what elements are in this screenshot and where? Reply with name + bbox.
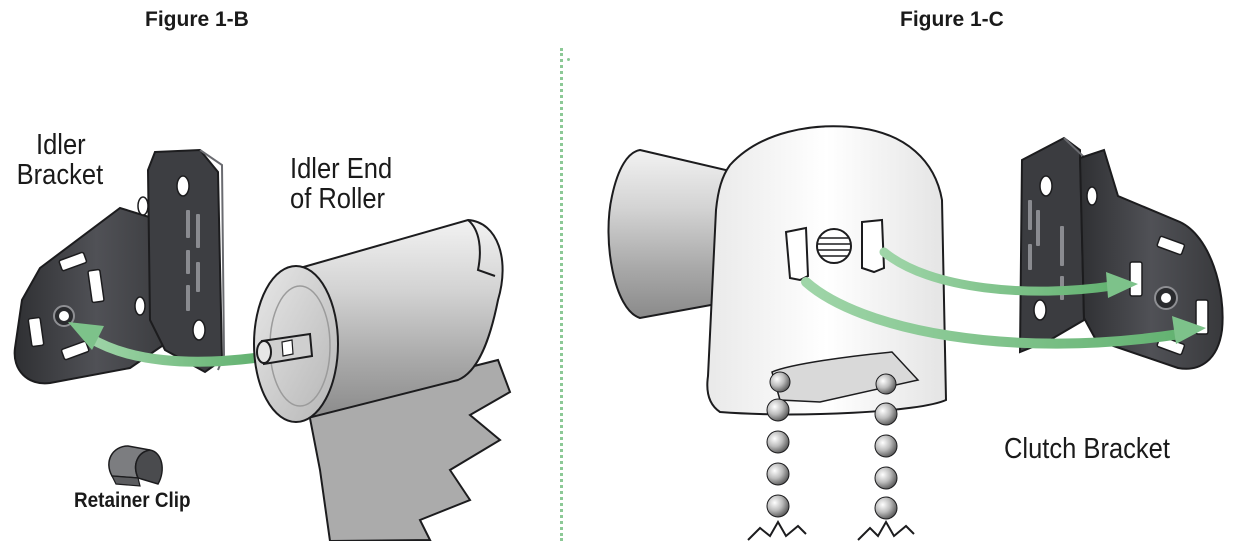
- figure-divider: [560, 48, 563, 541]
- retainer-clip-label: Retainer Clip: [74, 489, 191, 512]
- idler-insert-arrow: [68, 322, 260, 367]
- figure-1b-title: Figure 1-B: [145, 8, 249, 31]
- clutch-bracket: [1018, 136, 1224, 370]
- divider-dot: [567, 58, 570, 61]
- bead-chain: [747, 371, 915, 541]
- figure-1c-title: Figure 1-C: [900, 8, 1004, 31]
- idler-roller: [253, 218, 512, 541]
- clutch-insert-arrows: [801, 247, 1206, 349]
- idler-end-label-line1: Idler End: [290, 153, 393, 185]
- idler-bracket-label: Idler Bracket: [17, 129, 104, 191]
- clutch-housing: [706, 125, 948, 416]
- idler-end-label: Idler End of Roller: [290, 154, 392, 215]
- idler-bracket-label-line2: Bracket: [16, 159, 104, 192]
- retainer-clip: [108, 445, 163, 487]
- idler-end-label-line2: of Roller: [290, 183, 386, 216]
- clutch-bracket-label: Clutch Bracket: [1004, 433, 1170, 465]
- idler-bracket: [13, 148, 226, 385]
- idler-bracket-label-line1: Idler: [36, 129, 86, 161]
